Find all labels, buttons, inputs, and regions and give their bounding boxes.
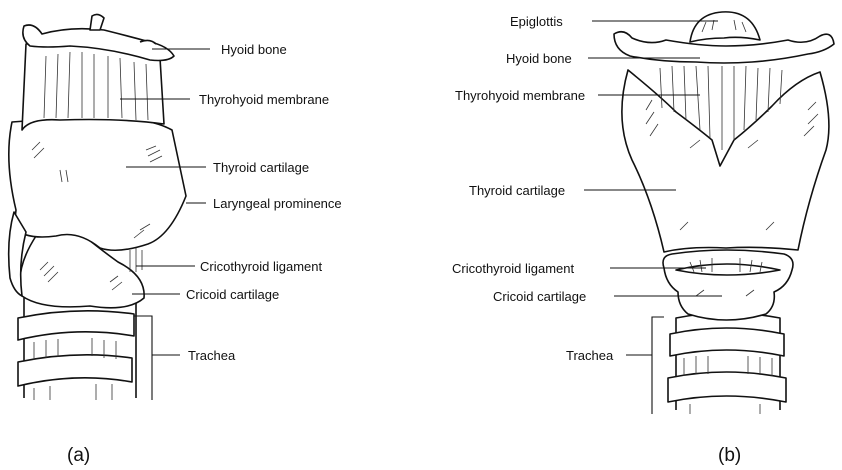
caption-b: (b) [718,445,741,466]
figure-a-trachea-drawing [18,292,136,400]
figure-b-cricoid-drawing [663,250,793,320]
label-b-hyoid-bone: Hyoid bone [506,51,572,66]
label-b-trachea: Trachea [566,348,614,363]
figure-b-thyroid-drawing [622,70,829,252]
figure-b-epiglottis-drawing [690,12,760,42]
caption-a: (a) [67,445,90,466]
figure-b-trachea-drawing [668,313,786,414]
label-a-thyroid-cartilage: Thyroid cartilage [213,160,309,175]
figure-a-illustration [9,14,186,400]
label-a-cricothyroid-ligament: Cricothyroid ligament [200,259,322,274]
label-b-cricoid-cartilage: Cricoid cartilage [493,289,586,304]
label-b-cricothyroid-ligament: Cricothyroid ligament [452,261,574,276]
label-b-thyrohyoid-membrane: Thyrohyoid membrane [455,88,585,103]
label-b-thyroid-cartilage: Thyroid cartilage [469,183,565,198]
figure-a-thyroid-drawing [9,118,186,250]
label-a-hyoid-bone: Hyoid bone [221,42,287,57]
figure-b-illustration [614,12,834,414]
label-a-laryngeal-prominence: Laryngeal prominence [213,196,342,211]
label-b-epiglottis: Epiglottis [510,14,563,29]
label-a-trachea: Trachea [188,348,236,363]
label-a-cricoid-cartilage: Cricoid cartilage [186,287,279,302]
label-a-thyrohyoid-membrane: Thyrohyoid membrane [199,92,329,107]
